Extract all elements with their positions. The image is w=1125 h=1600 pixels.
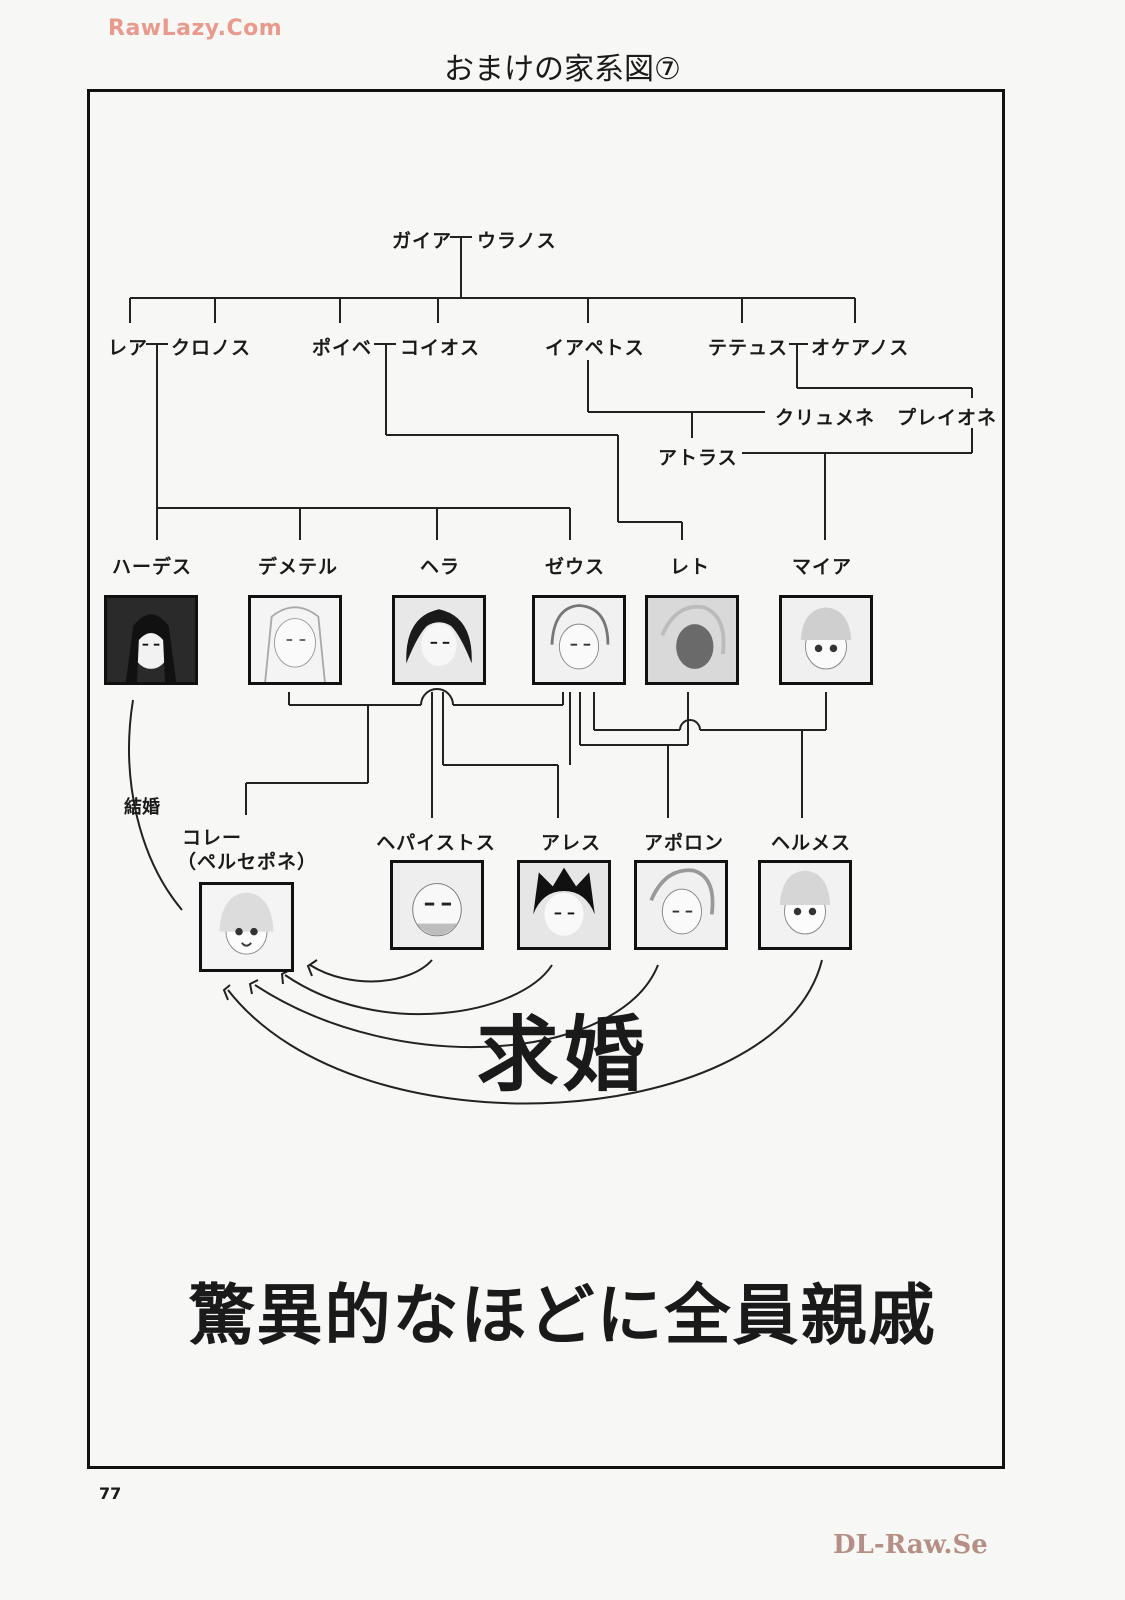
name-kronos: クロノス xyxy=(171,337,252,359)
portrait-zeus xyxy=(532,595,626,685)
page-number: 77 xyxy=(99,1484,122,1503)
name-phoebe: ポイベ xyxy=(312,337,373,359)
portrait-kore xyxy=(199,882,294,972)
diagram-frame xyxy=(87,89,1005,1469)
name-koios: コイオス xyxy=(400,337,481,359)
name-rhea: レア xyxy=(108,337,149,359)
caption-text: 驚異的なほどに全員親戚 xyxy=(188,1277,937,1354)
watermark-top: RawLazy.Com xyxy=(108,16,283,41)
name-atlas: アトラス xyxy=(658,447,738,469)
name-tethys: テテュス xyxy=(708,337,789,359)
name-apollon: アポロン xyxy=(643,832,725,854)
portrait-hermes xyxy=(758,860,852,950)
portrait-hades xyxy=(104,595,198,685)
name-kore: コレー xyxy=(181,827,243,849)
watermark-bottom: DL-Raw.Se xyxy=(833,1530,988,1560)
name-kore-alt: （ペルセポネ） xyxy=(176,851,318,873)
name-okeanos: オケアノス xyxy=(811,337,910,359)
name-ares: アレス xyxy=(540,832,602,854)
name-pleione: プレイオネ xyxy=(897,407,998,429)
portrait-demeter xyxy=(248,595,342,685)
portrait-leto xyxy=(645,595,739,685)
portrait-apollon xyxy=(634,860,728,950)
marriage-label: 結婚 xyxy=(124,797,160,818)
page-title: おまけの家系図⑦ xyxy=(444,52,681,87)
name-hades: ハーデス xyxy=(111,556,193,578)
name-hera: ヘラ xyxy=(419,556,461,578)
name-demeter: デメテル xyxy=(257,556,339,578)
name-hephaistos: ヘパイストス xyxy=(376,832,496,854)
portrait-ares xyxy=(517,860,611,950)
proposal-label: 求婚 xyxy=(476,1008,649,1103)
name-uranos: ウラノス xyxy=(477,230,557,252)
name-klymene: クリュメネ xyxy=(775,407,876,429)
name-gaia: ガイア xyxy=(392,230,453,252)
name-hermes: ヘルメス xyxy=(770,832,852,854)
name-iapetos: イアペトス xyxy=(545,337,645,359)
portrait-maia xyxy=(779,595,873,685)
name-leto: レト xyxy=(669,556,711,578)
portrait-hera xyxy=(392,595,486,685)
name-zeus: ゼウス xyxy=(544,556,606,578)
portrait-hephaistos xyxy=(390,860,484,950)
name-maia: マイア xyxy=(791,556,853,578)
